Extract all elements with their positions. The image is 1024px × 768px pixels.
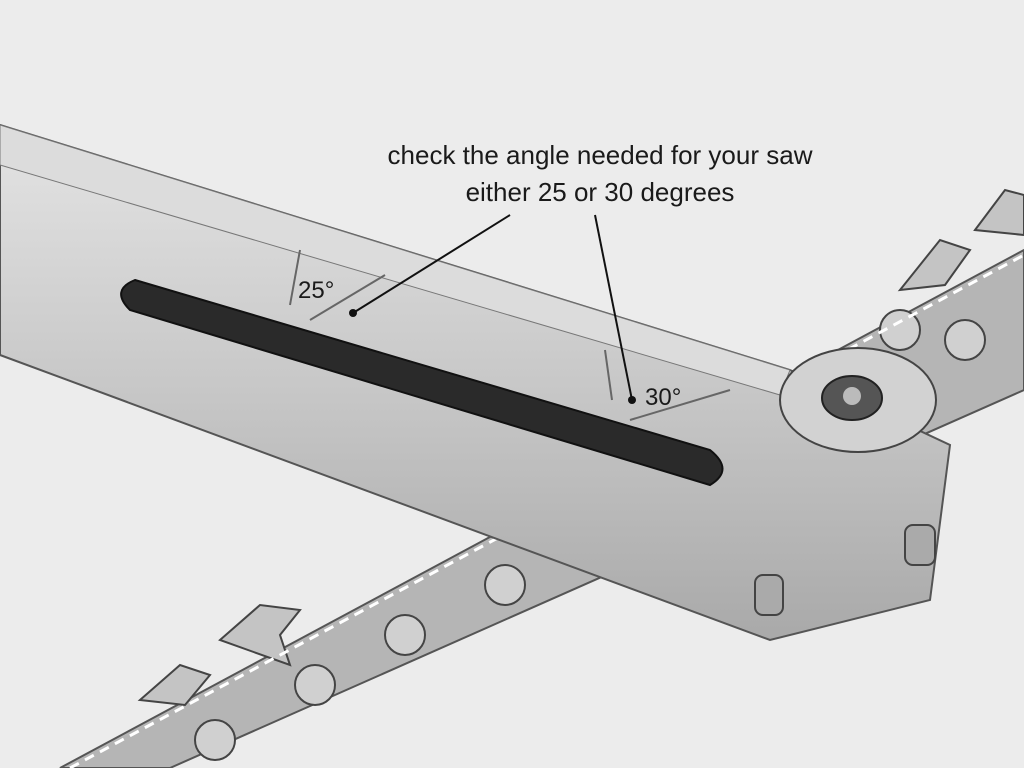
- leader-lines: [349, 214, 636, 404]
- cutting-guide-line: [69, 253, 1024, 768]
- angle-label-25: 25°: [298, 277, 334, 304]
- angle-label-30: 30°: [645, 384, 681, 411]
- pin: [904, 524, 936, 566]
- annotation-line-2: either 25 or 30 degrees: [465, 177, 735, 207]
- pin: [754, 574, 784, 616]
- annotation-line-1: check the angle needed for your saw: [387, 140, 813, 170]
- file-slot: [120, 278, 724, 487]
- thumb-screw: [779, 347, 937, 453]
- chain-cutters: [137, 188, 1024, 707]
- file-guide-bar: [0, 123, 952, 642]
